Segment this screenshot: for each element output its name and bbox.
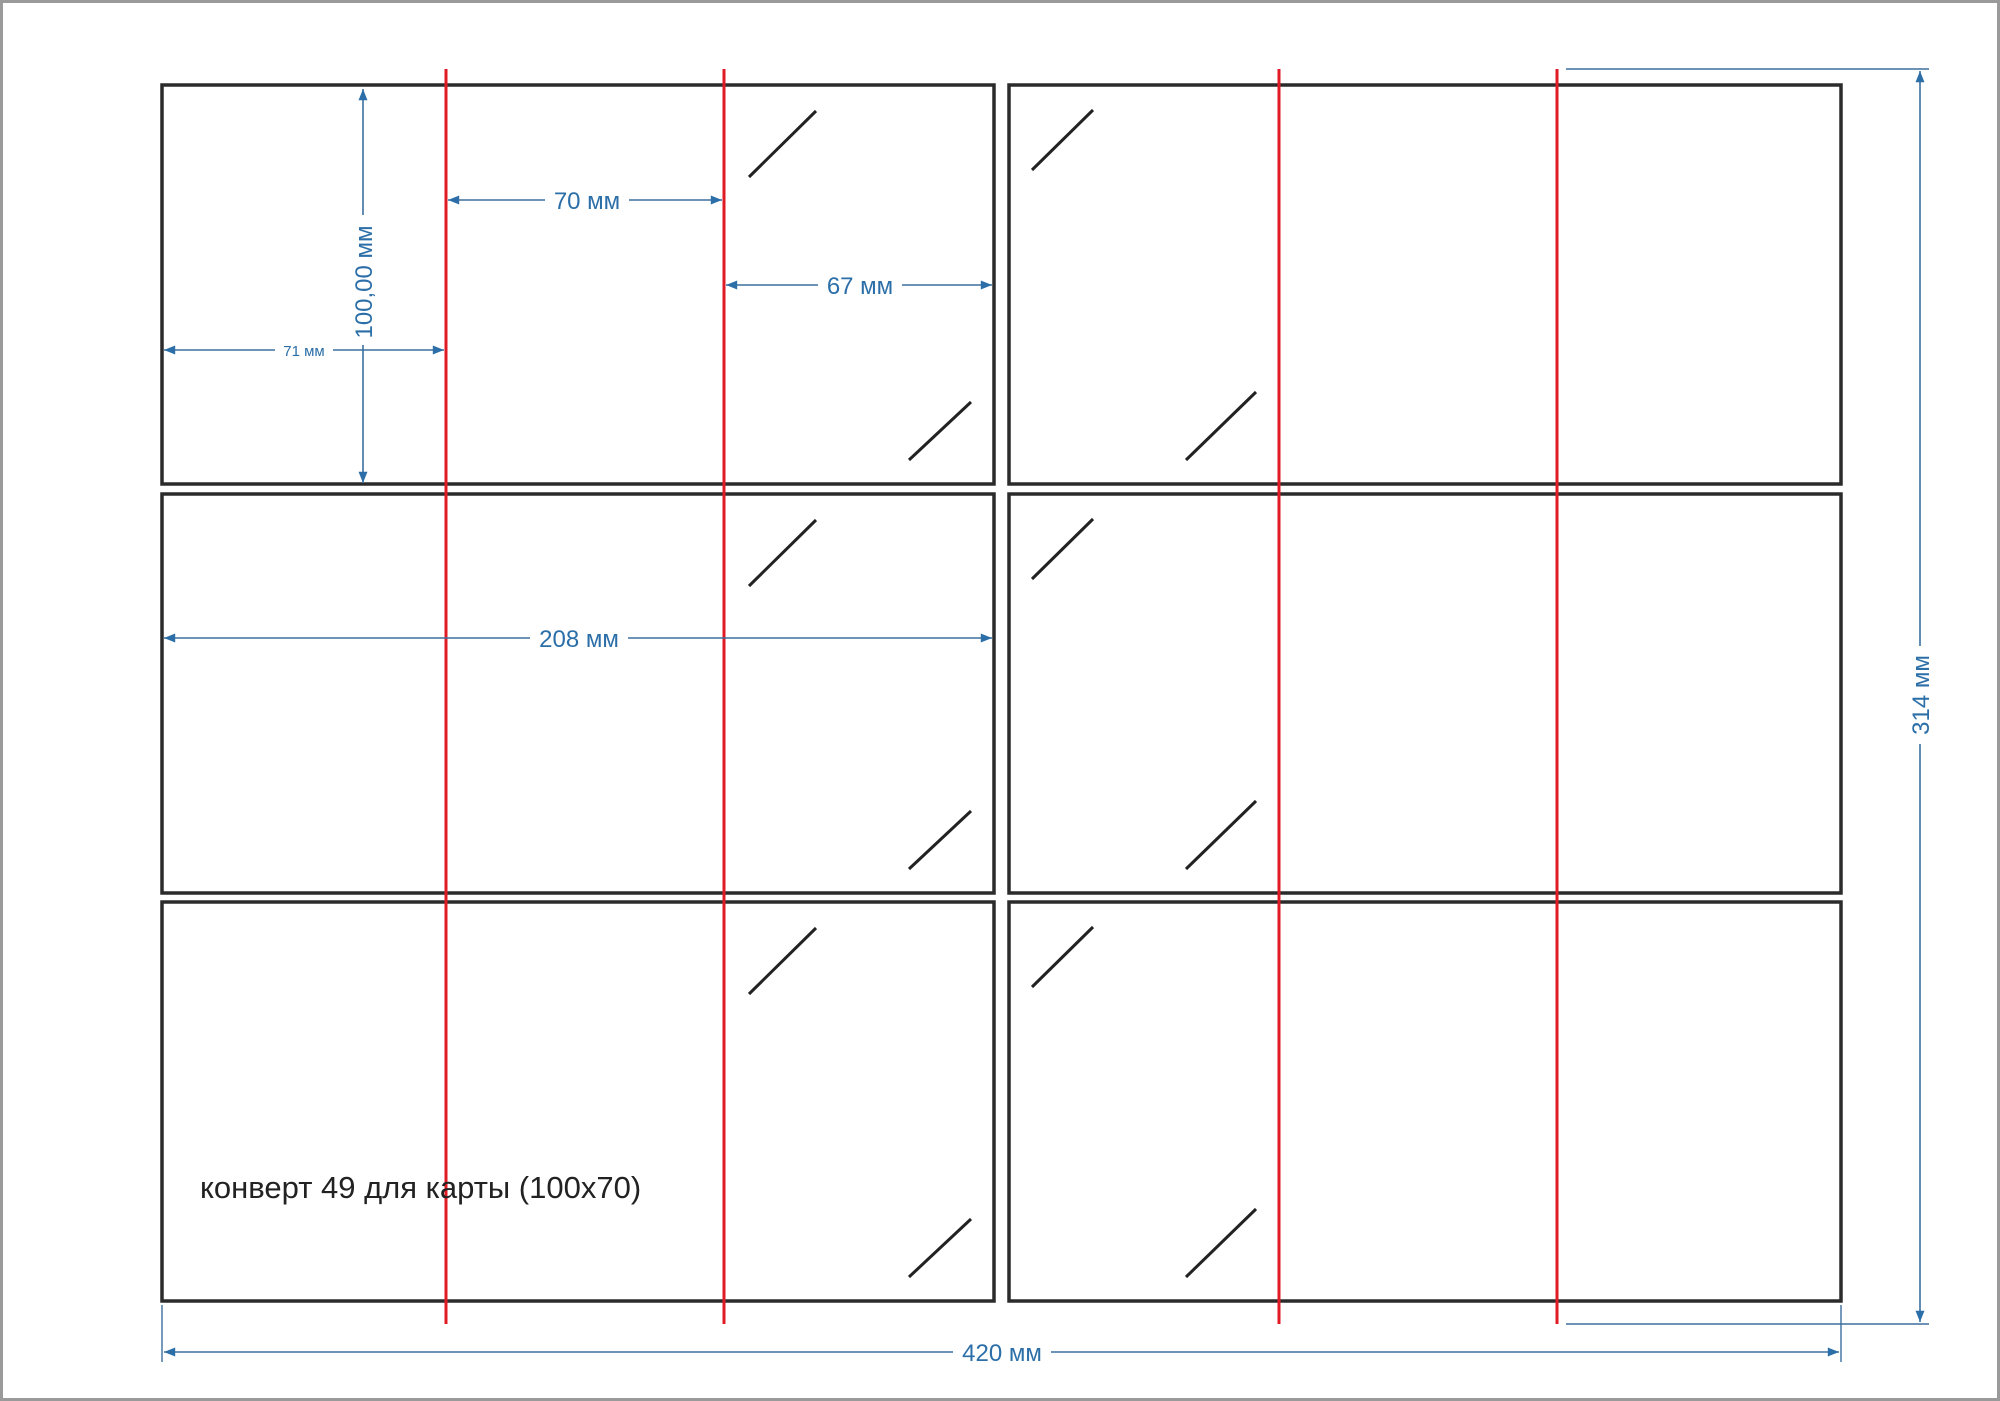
dimension-label-420: 420 мм: [962, 1340, 1042, 1367]
slot-cut: [1184, 799, 1258, 871]
slot-cut: [747, 109, 818, 179]
dimension-label-67: 67 мм: [827, 273, 893, 300]
dimension-label-314: 314 мм: [1908, 655, 1935, 735]
slot-cut: [907, 400, 973, 462]
envelope-panel: [1007, 900, 1843, 1303]
envelope-panel: [160, 900, 996, 1303]
slot-cut: [907, 809, 973, 871]
dimension-label-208: 208 мм: [539, 626, 619, 653]
slot-cut: [747, 518, 818, 588]
slot-cut: [1184, 390, 1258, 462]
envelope-panel: [160, 492, 996, 895]
slot-cut: [1030, 517, 1095, 581]
slot-cut: [907, 1217, 973, 1279]
slot-cut: [1030, 925, 1095, 989]
envelope-panel: [160, 83, 996, 486]
slots: [747, 108, 1258, 1279]
envelope-panel: [1007, 83, 1843, 486]
envelope-panels: [160, 83, 1843, 1303]
dimension-label-71: 71 мм: [283, 343, 324, 360]
slot-cut: [747, 926, 818, 996]
dimension-label-height: 100,00 мм: [351, 225, 378, 338]
slot-cut: [1030, 108, 1095, 172]
caption: конверт 49 для карты (100x70): [200, 1170, 641, 1205]
envelope-panel: [1007, 492, 1843, 895]
dimension-label-70: 70 мм: [554, 188, 620, 215]
slot-cut: [1184, 1207, 1258, 1279]
fold-lines: [444, 69, 1559, 1324]
